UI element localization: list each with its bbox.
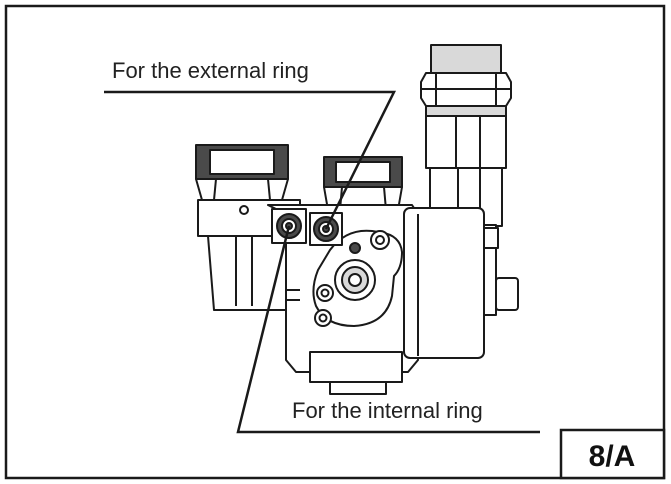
middle-connector (323, 156, 403, 211)
external-ring-callout: For the external ring (112, 58, 309, 83)
callout-leaders (104, 90, 540, 434)
ring-ports (271, 208, 343, 246)
left-connector (195, 144, 301, 311)
internal-ring-leader (236, 225, 540, 434)
internal-ring-callout: For the internal ring (292, 398, 483, 423)
external-ring-leader (104, 90, 397, 230)
figure-label-box (559, 428, 666, 480)
figure-label: 8/A (589, 440, 636, 473)
rotary-plate (312, 229, 403, 327)
top-right-fitting (420, 44, 512, 227)
